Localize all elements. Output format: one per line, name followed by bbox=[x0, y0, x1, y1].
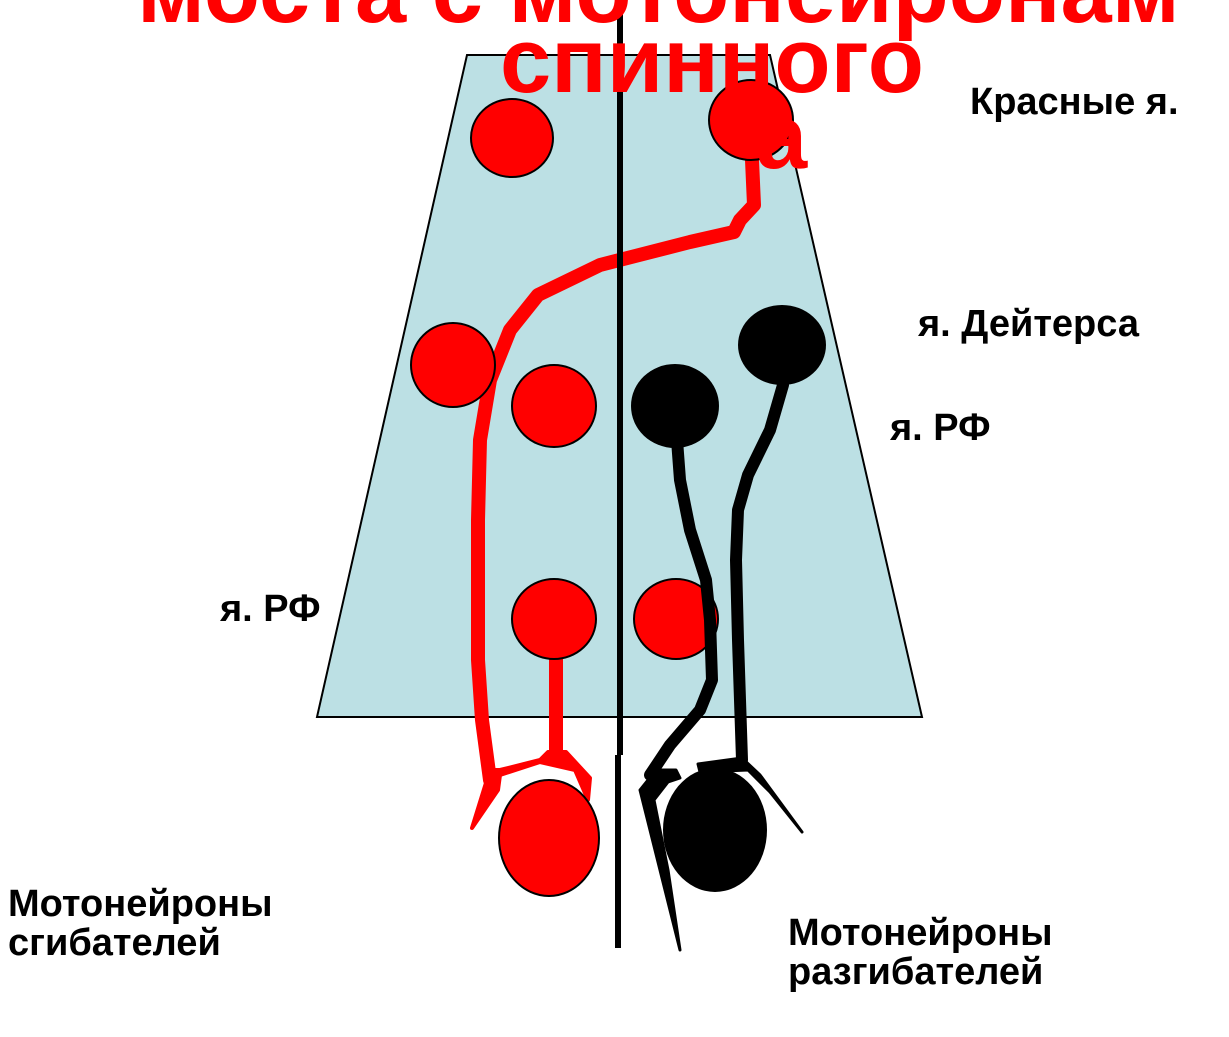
label-rf-nucleus-right: я. РФ bbox=[889, 407, 991, 449]
flexor-motoneuron bbox=[498, 779, 600, 897]
rubrospinal-tract bbox=[471, 153, 761, 787]
rf-nucleus-right-upper bbox=[631, 364, 719, 448]
deiters-nucleus bbox=[738, 305, 826, 385]
label-extensor-motoneurons-line2: разгибателей bbox=[788, 951, 1043, 993]
label-flexor-motoneurons-line2: сгибателей bbox=[8, 922, 221, 964]
rf-nucleus-left-lower bbox=[511, 578, 597, 660]
extensor-motoneuron bbox=[663, 768, 767, 892]
label-deiters-nucleus: я. Дейтерса bbox=[917, 303, 1140, 345]
red-nucleus-right bbox=[708, 79, 794, 161]
title-line-3: а bbox=[756, 86, 808, 188]
label-red-nuclei: Красные я. bbox=[970, 81, 1179, 123]
red-nucleus-left bbox=[470, 98, 554, 178]
label-flexor-motoneurons-line1: Мотонейроны bbox=[8, 883, 273, 925]
rf-nucleus-left-upper bbox=[511, 364, 597, 448]
label-extensor-motoneurons-line1: Мотонейроны bbox=[788, 912, 1053, 954]
extensor-synapse-left bbox=[638, 768, 682, 952]
title-line-2: спинного bbox=[500, 10, 924, 112]
rf-reticulospinal-black-tract bbox=[644, 434, 718, 781]
deiters-vestibulospinal-tract bbox=[730, 379, 789, 766]
rf-nucleus-right-lower bbox=[633, 578, 719, 660]
nucleus-left-upper bbox=[410, 322, 496, 408]
title-line-1: моста с мотонейронам bbox=[137, 0, 1180, 42]
label-rf-nucleus-left: я. РФ bbox=[219, 588, 321, 630]
